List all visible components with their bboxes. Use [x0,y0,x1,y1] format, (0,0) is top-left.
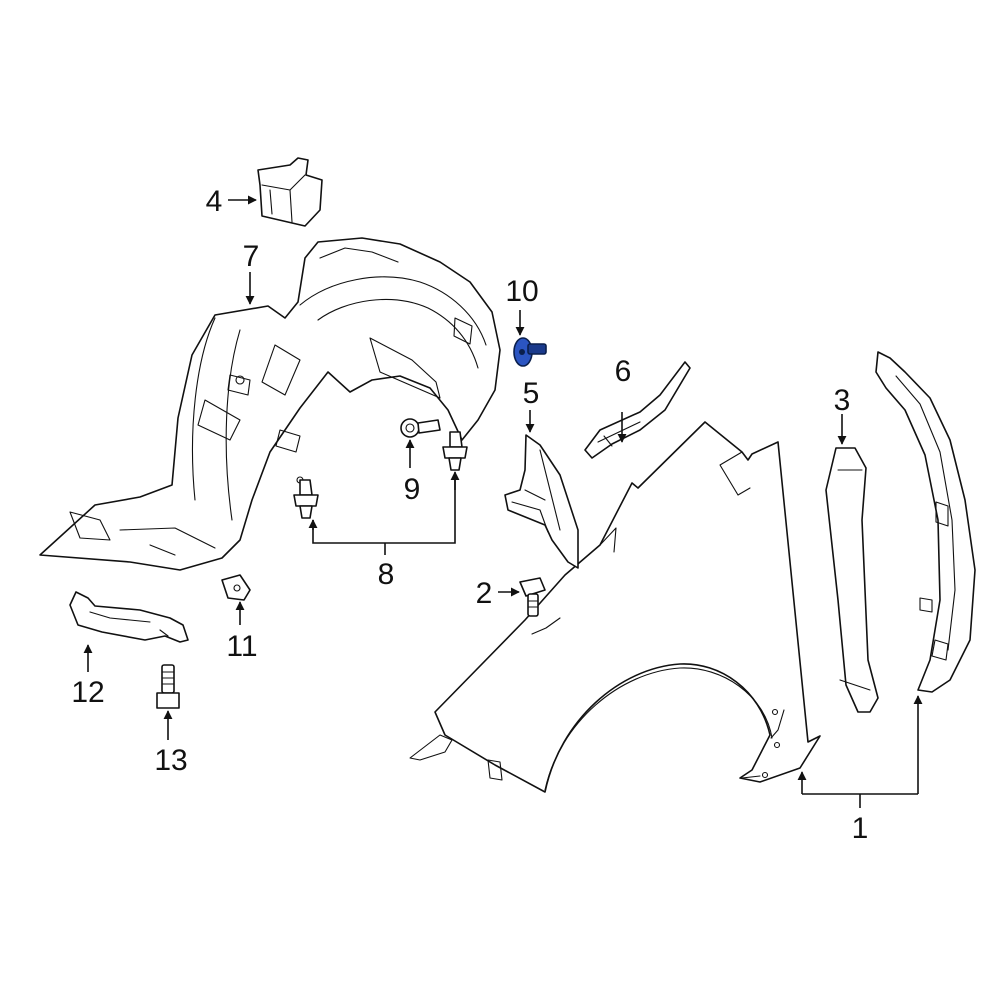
bolt-2 [519,577,546,617]
fender-liner [39,237,501,571]
callout-1: 1 [852,812,869,845]
callout-13: 13 [154,744,187,777]
fender-seal [825,447,879,713]
callout-8: 8 [378,558,395,591]
lower-bracket [69,591,189,643]
callout-labels: 1 2 3 4 5 6 7 8 9 10 11 12 13 [71,185,868,845]
bracket-block [257,157,323,227]
upper-bracket [584,361,691,459]
clip-8-right [442,431,468,471]
screw-9 [400,418,441,438]
callout-7: 7 [243,240,260,273]
callout-12: 12 [71,676,104,709]
side-bracket [504,434,579,569]
leader-lines [83,195,923,808]
callout-9: 9 [404,473,421,506]
callout-4: 4 [206,185,223,218]
push-clip-highlighted [513,337,547,367]
clip-8-left [293,479,319,519]
callout-3: 3 [834,384,851,417]
callout-10: 10 [505,275,538,308]
fender-panel [409,421,821,793]
fender-edge-liner [875,351,976,693]
callout-11: 11 [226,630,257,663]
callout-6: 6 [615,355,632,388]
nut-clip [221,574,251,601]
bolt-13 [156,664,180,709]
callout-2: 2 [476,577,493,610]
callout-5: 5 [523,377,540,410]
